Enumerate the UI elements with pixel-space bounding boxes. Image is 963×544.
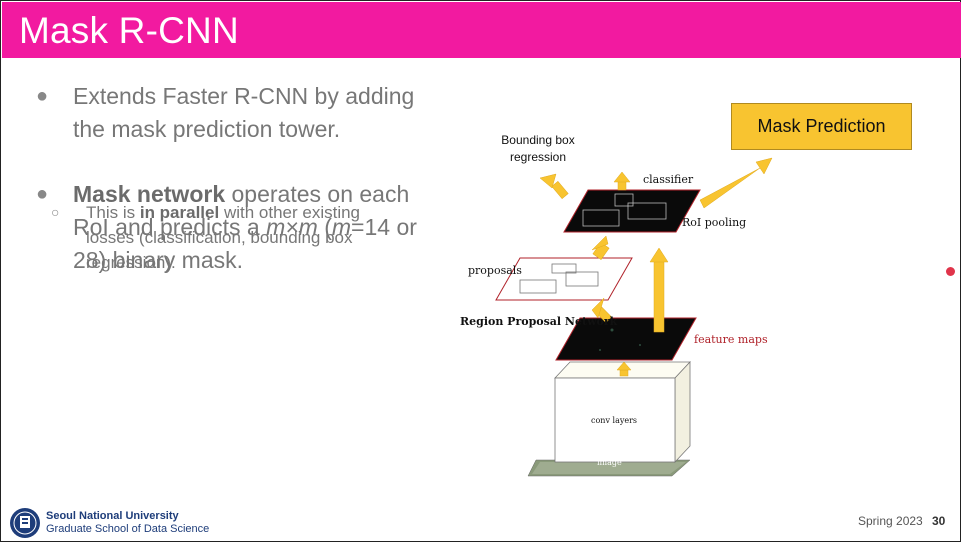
feature-maps-label: feature maps <box>694 333 768 346</box>
title-bar: Mask R-CNN <box>2 2 961 58</box>
sub-text-part: This is <box>86 203 140 222</box>
slide-title: Mask R-CNN <box>19 10 239 52</box>
arrow-proposals-to-roi <box>592 236 609 260</box>
mask-rcnn-diagram: Bounding box regression <box>455 100 925 480</box>
university-name: Seoul National University <box>46 510 179 522</box>
arrow-mask <box>700 158 772 208</box>
page-number: 30 <box>932 514 945 528</box>
bold-term: in parallel <box>140 203 219 222</box>
conv-layers-label: conv layers <box>591 416 637 425</box>
bbox-regression-label-1: Bounding box <box>501 133 574 147</box>
bbox-regression-label-2: regression <box>510 150 566 164</box>
laser-pointer-dot <box>946 267 955 276</box>
roi-pooling-label: RoI pooling <box>682 216 746 229</box>
bullet-dot-icon: ● <box>34 80 50 113</box>
arrow-bbox <box>540 174 568 199</box>
proposals-label: proposals <box>468 264 522 277</box>
sub-bullet-text: This is in parallel with other existing … <box>86 200 386 275</box>
image-label: image <box>597 458 622 467</box>
bullet-text: Extends Faster R-CNN by adding the mask … <box>73 80 433 146</box>
arrow-classifier <box>614 172 630 190</box>
sub-bullet-circle-icon: ○ <box>51 200 59 225</box>
mask-prediction-box: Mask Prediction <box>731 103 912 150</box>
school-name: Graduate School of Data Science <box>46 523 209 535</box>
conv-box-side <box>675 362 690 462</box>
classifier-label: classifier <box>643 173 693 186</box>
university-logo-icon <box>9 507 41 539</box>
bullet-dot-icon: ● <box>34 178 50 211</box>
rpn-label: Region Proposal Network <box>460 315 617 328</box>
semester-label: Spring 2023 <box>858 514 923 528</box>
